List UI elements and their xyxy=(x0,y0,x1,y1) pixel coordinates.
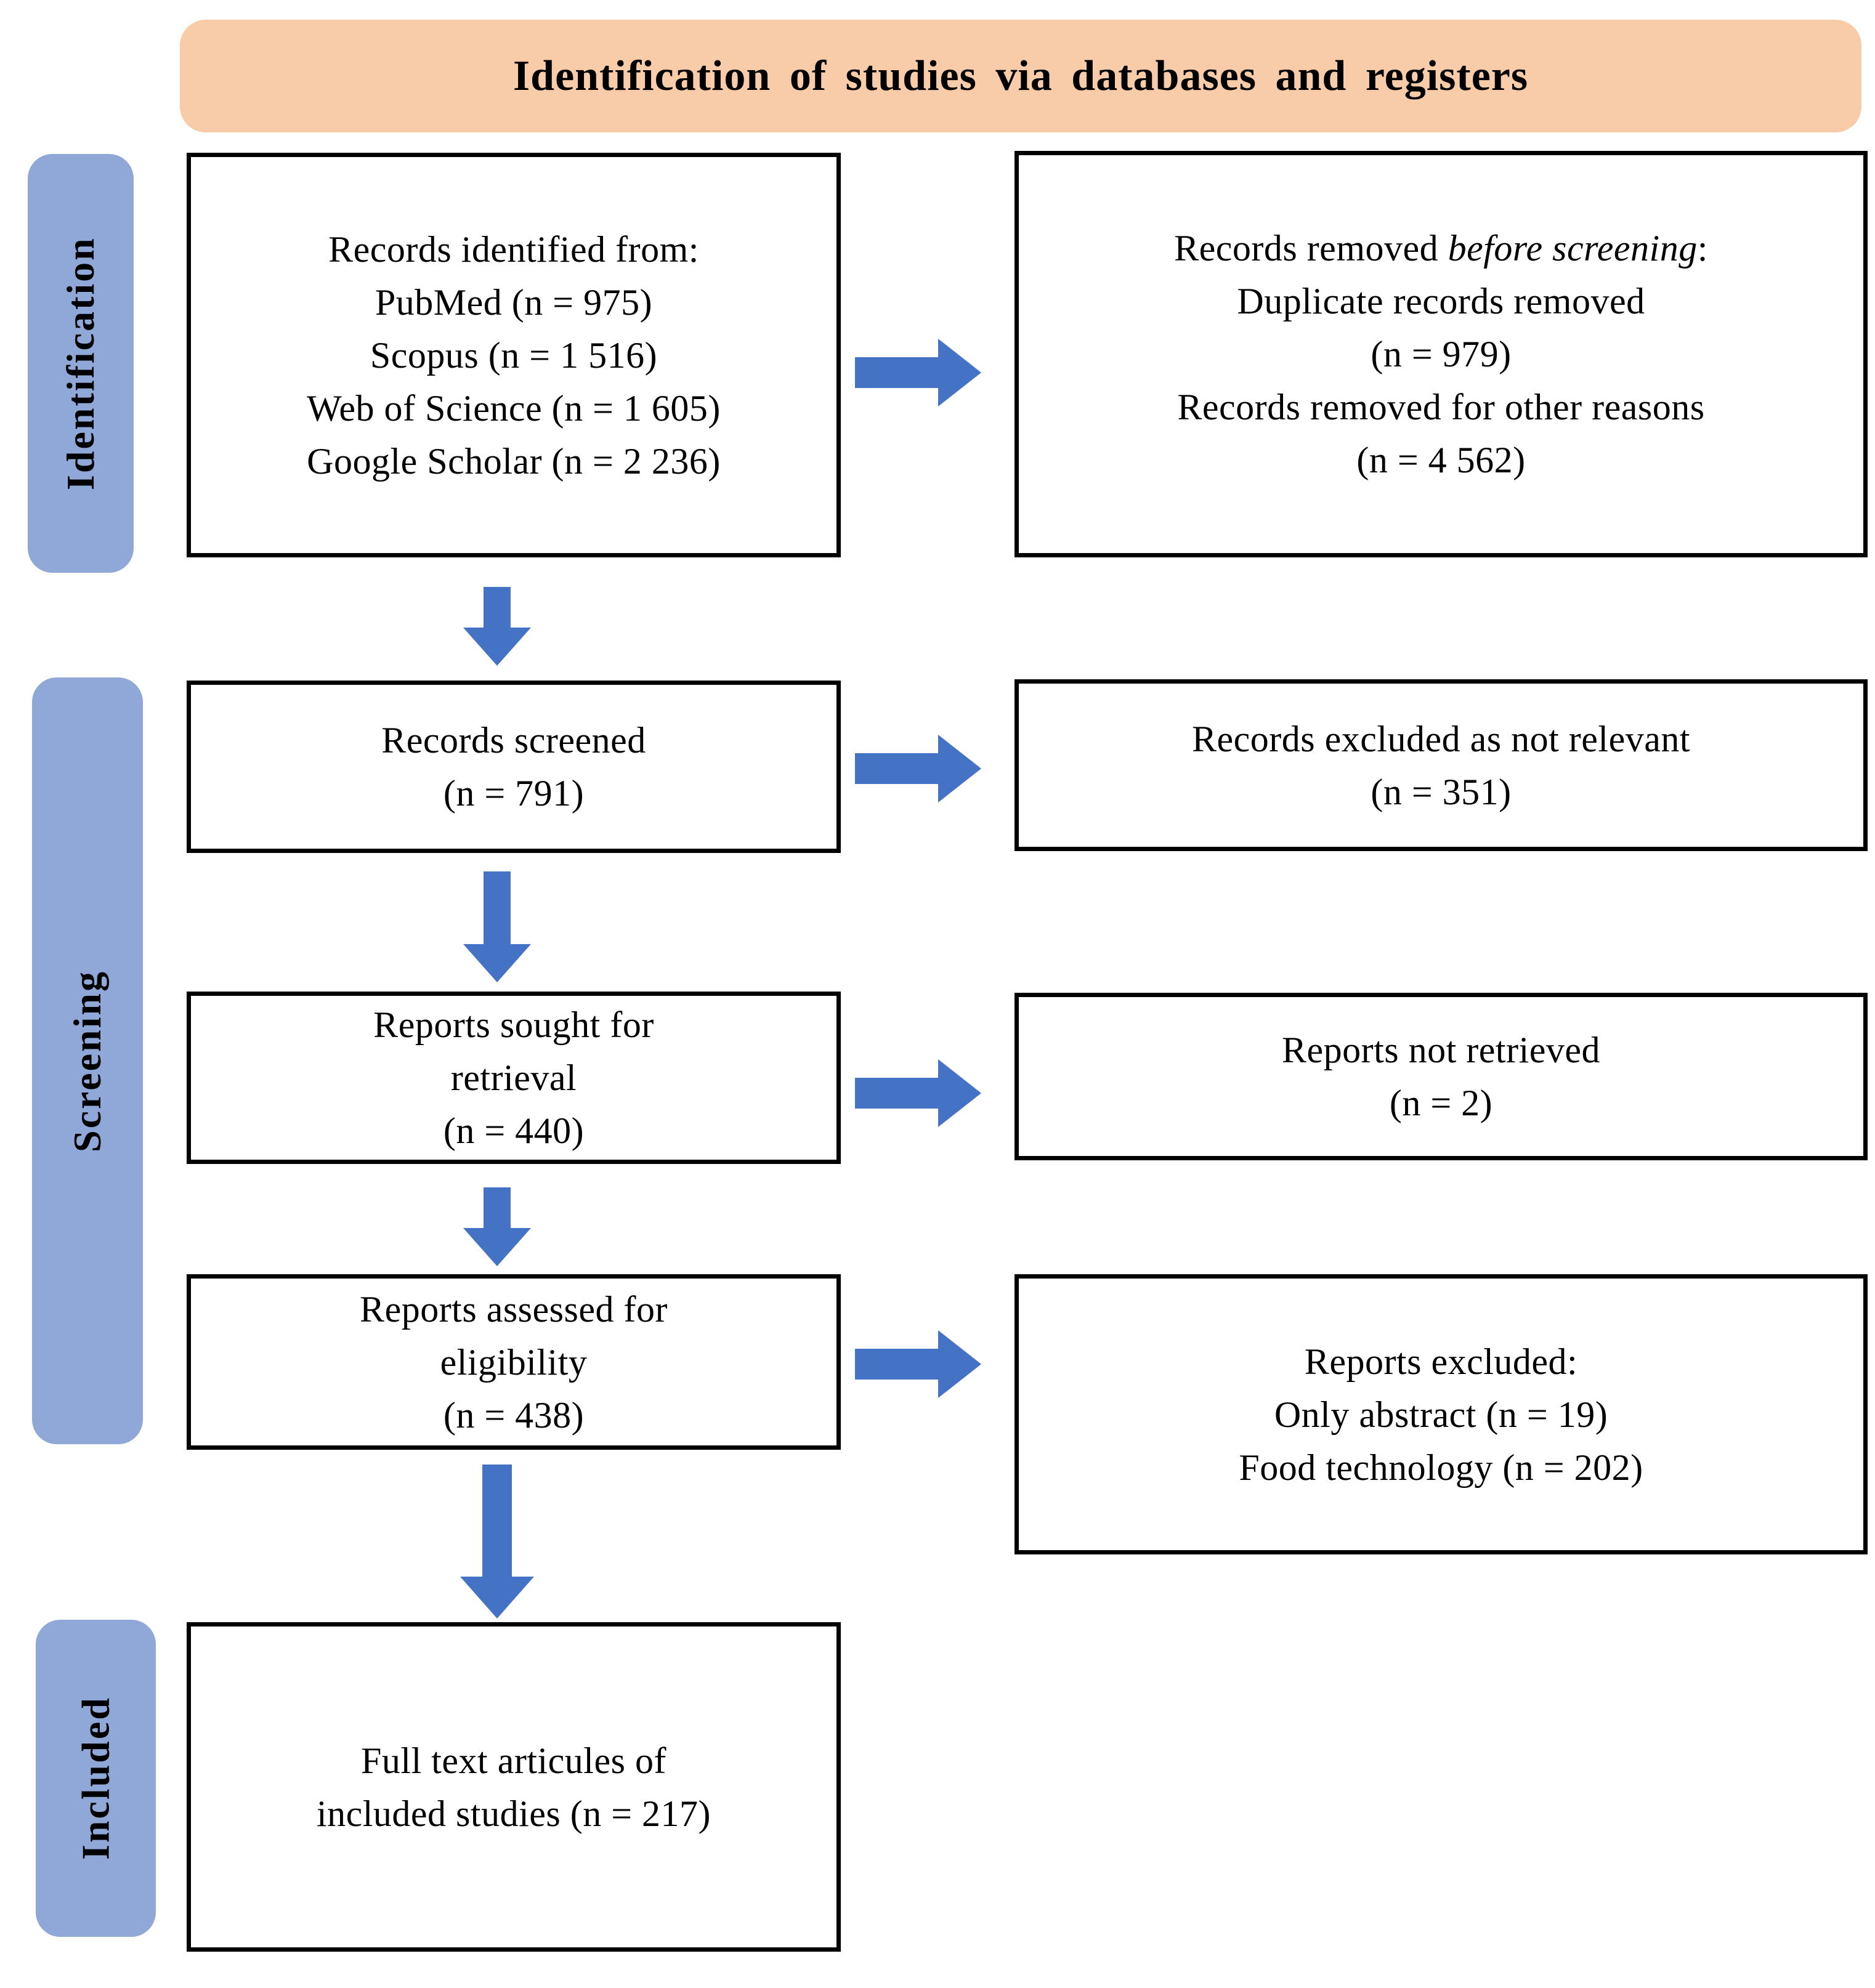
box-line: Only abstract (n = 19) xyxy=(1274,1394,1608,1435)
box-reports-excluded: Reports excluded: Only abstract (n = 19)… xyxy=(1014,1274,1868,1554)
stage-label-screening: Screening xyxy=(32,677,143,1444)
box-reports-sought-for-retrieval: Reports sought for retrieval (n = 440) xyxy=(187,992,841,1164)
box-line: (n = 2) xyxy=(1389,1083,1493,1123)
box-line: (n = 791) xyxy=(443,773,585,814)
box-line: Records removed before screening: xyxy=(1174,222,1708,275)
down-arrow-icon xyxy=(463,587,531,666)
box-line: (n = 351) xyxy=(1371,771,1512,812)
box-records-removed-before-screening: Records removed before screening: Duplic… xyxy=(1014,151,1868,557)
box-line: (n = 438) xyxy=(443,1394,585,1436)
box-line: Duplicate records removed xyxy=(1237,281,1645,321)
right-arrow-icon xyxy=(855,1053,981,1133)
box-line: Records screened xyxy=(381,720,646,761)
down-arrow-icon xyxy=(460,1465,534,1618)
box-line: Reports not retrieved xyxy=(1281,1030,1600,1070)
stage-label-text: Screening xyxy=(65,969,109,1152)
box-reports-assessed-for-eligibility: Reports assessed for eligibility (n = 43… xyxy=(187,1274,841,1450)
stage-label-text: Included xyxy=(73,1696,118,1861)
box-line: Reports assessed for xyxy=(360,1288,668,1330)
box-records-identified: Records identified from: PubMed (n = 975… xyxy=(187,153,841,557)
box-line: Records excluded as not relevant xyxy=(1191,718,1691,759)
right-arrow-icon xyxy=(855,729,981,809)
box-line: Reports sought for xyxy=(373,1004,654,1045)
box-line-text: : xyxy=(1697,228,1708,269)
box-line: Full text articules of xyxy=(361,1740,666,1781)
down-arrow-icon xyxy=(463,871,531,982)
box-records-screened: Records screened (n = 791) xyxy=(187,681,841,853)
stage-label-text: Identification xyxy=(59,236,102,490)
stage-label-identification: Identification xyxy=(28,154,134,573)
box-line: included studies (n = 217) xyxy=(316,1793,711,1834)
box-line: (n = 979) xyxy=(1371,334,1512,374)
diagram-title-banner: Identification of studies via databases … xyxy=(180,20,1861,132)
stage-label-included: Included xyxy=(36,1620,156,1937)
right-arrow-icon xyxy=(855,333,981,413)
box-line: Reports excluded: xyxy=(1304,1341,1578,1382)
box-line: Records removed for other reasons xyxy=(1177,387,1705,427)
box-line: eligibility xyxy=(440,1341,588,1383)
right-arrow-icon xyxy=(855,1324,981,1404)
box-line: Scopus (n = 1 516) xyxy=(370,334,658,376)
box-line: Web of Science (n = 1 605) xyxy=(307,387,721,429)
box-line: PubMed (n = 975) xyxy=(375,281,653,323)
down-arrow-icon xyxy=(463,1187,531,1266)
box-reports-not-retrieved: Reports not retrieved (n = 2) xyxy=(1014,993,1868,1160)
box-full-text-included-studies: Full text articules of included studies … xyxy=(187,1622,841,1952)
box-line: Food technology (n = 202) xyxy=(1239,1447,1643,1488)
box-records-excluded-not-relevant: Records excluded as not relevant (n = 35… xyxy=(1014,679,1868,851)
box-line: (n = 4 562) xyxy=(1356,440,1526,480)
box-line: Google Scholar (n = 2 236) xyxy=(307,440,721,482)
box-line-italic-text: before screening xyxy=(1448,228,1698,269)
box-line: Records identified from: xyxy=(328,228,699,270)
box-line: retrieval xyxy=(450,1057,577,1098)
diagram-title: Identification of studies via databases … xyxy=(512,52,1529,100)
box-line: (n = 440) xyxy=(443,1110,585,1151)
box-line-text: Records removed xyxy=(1174,228,1448,269)
